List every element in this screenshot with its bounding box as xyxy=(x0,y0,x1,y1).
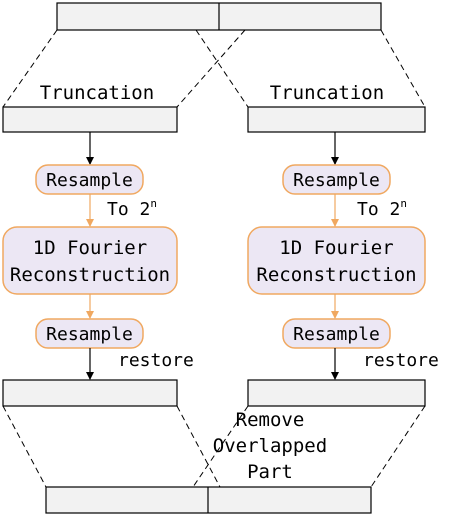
left-fourier-line1: 1D Fourier xyxy=(33,237,147,259)
left-lower-resample-label: Resample xyxy=(46,324,133,345)
left-truncation-label: Truncation xyxy=(40,82,154,104)
left-lower-resample-node: Resample xyxy=(35,318,144,349)
right-to-power-text: To 2 xyxy=(357,199,400,220)
right-lower-resample-node: Resample xyxy=(282,318,391,349)
merge-guides xyxy=(2,405,426,488)
left-truncated-bar xyxy=(2,106,178,133)
left-power-exponent: n xyxy=(150,197,157,210)
left-to-power-text: To 2 xyxy=(107,199,150,220)
left-fourier-node: 1D Fourier Reconstruction xyxy=(2,226,178,295)
left-resample-node: Resample xyxy=(35,164,144,195)
right-restore-label: restore xyxy=(363,350,439,371)
left-fourier-line2: Reconstruction xyxy=(10,264,170,286)
right-power-exponent: n xyxy=(400,197,407,210)
right-truncation-label: Truncation xyxy=(270,82,384,104)
input-signal-bar xyxy=(56,2,382,31)
left-resample-label: Resample xyxy=(46,170,133,191)
right-fourier-line1: 1D Fourier xyxy=(279,237,393,259)
right-to-power-label: To 2n xyxy=(357,197,407,220)
right-fourier-node: 1D Fourier Reconstruction xyxy=(247,226,426,295)
truncation-guides xyxy=(2,29,426,108)
merged-output-bar xyxy=(45,486,372,514)
remove-label-line3: Part xyxy=(247,461,293,483)
right-restored-bar xyxy=(247,379,426,407)
remove-label-line2: Overlapped xyxy=(213,435,327,457)
left-restored-bar xyxy=(2,379,178,407)
right-resample-label: Resample xyxy=(293,170,380,191)
left-to-power-label: To 2n xyxy=(107,197,157,220)
right-resample-node: Resample xyxy=(282,164,391,195)
right-truncated-bar xyxy=(247,106,426,133)
right-lower-resample-label: Resample xyxy=(293,324,380,345)
right-fourier-line2: Reconstruction xyxy=(256,264,416,286)
remove-label-line1: Remove xyxy=(236,409,305,431)
left-restore-label: restore xyxy=(118,350,194,371)
